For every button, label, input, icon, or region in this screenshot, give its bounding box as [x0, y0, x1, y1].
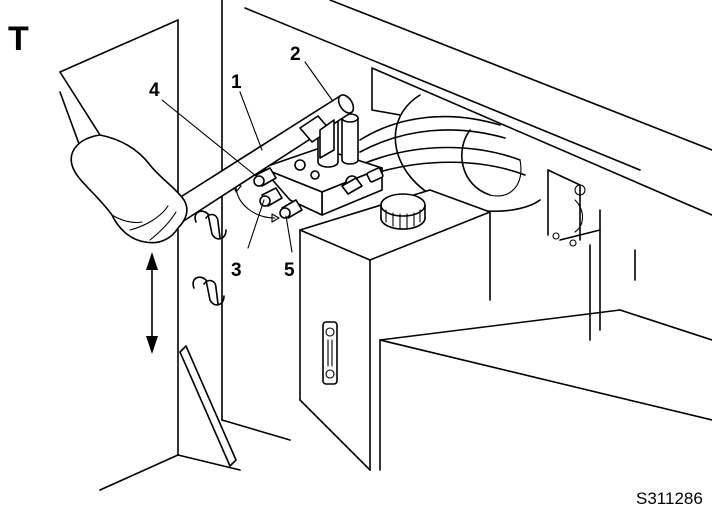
callout-2: 2 [290, 44, 301, 65]
angled-board [179, 345, 237, 467]
wall-clips [192, 210, 227, 306]
sight-gauge [322, 321, 338, 385]
callout-5: 5 [284, 260, 295, 281]
hydraulic-hoses [359, 115, 526, 179]
reservoir-cap-icon [380, 193, 426, 230]
callout-leaders [161, 61, 333, 253]
callout-1: 1 [231, 72, 242, 93]
callout-3: 3 [231, 260, 242, 281]
motor-housing [371, 67, 586, 247]
valve-knob-4 [253, 167, 277, 187]
reservoir-tank [299, 189, 491, 471]
figure-id: S311286 [636, 489, 703, 508]
callout-4: 4 [149, 80, 160, 101]
frame-structure [59, 0, 712, 491]
panel-letter: T [8, 20, 29, 58]
valve-knob-5 [279, 199, 303, 219]
double-arrow-up-down-icon [146, 252, 158, 354]
gloved-hand-icon [59, 71, 188, 244]
